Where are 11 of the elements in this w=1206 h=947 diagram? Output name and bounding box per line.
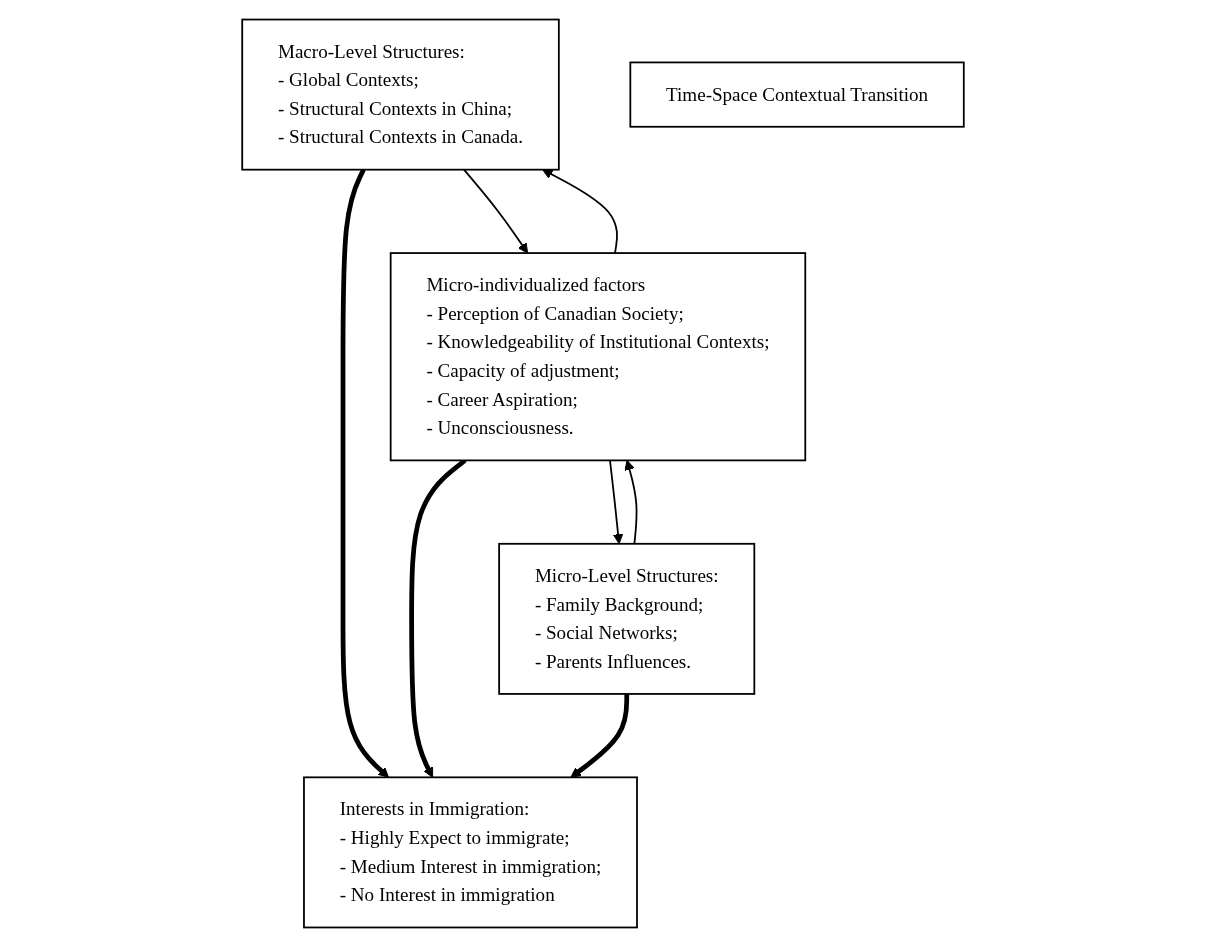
arrow: [542, 169, 618, 254]
arrow: [463, 168, 529, 254]
arrow: [609, 459, 624, 545]
node-box: Micro-individualized factors - Perception of Canadian Society; - Knowledgeability of Institutional Contexts; - Capacity of adjustment; - Career Aspiration; - Unconsciousness.: [389, 252, 807, 462]
node-box: Interests in Immigration: - Highly Expect to immigrate; - Medium Interest in immigration; - No Interest in immigration: [303, 776, 638, 929]
arrow: [624, 459, 638, 545]
node-box: Micro-Level Structures: - Family Background; - Social Networks; - Parents Influences.: [498, 542, 756, 695]
arrow: [340, 168, 389, 778]
arrow: [570, 693, 630, 778]
node-box: Time-Space Contextual Transition: [629, 61, 965, 128]
node-box: Macro-Level Structures: - Global Contexts; - Structural Contexts in China; - Structural Contexts in Canada.: [241, 18, 560, 171]
